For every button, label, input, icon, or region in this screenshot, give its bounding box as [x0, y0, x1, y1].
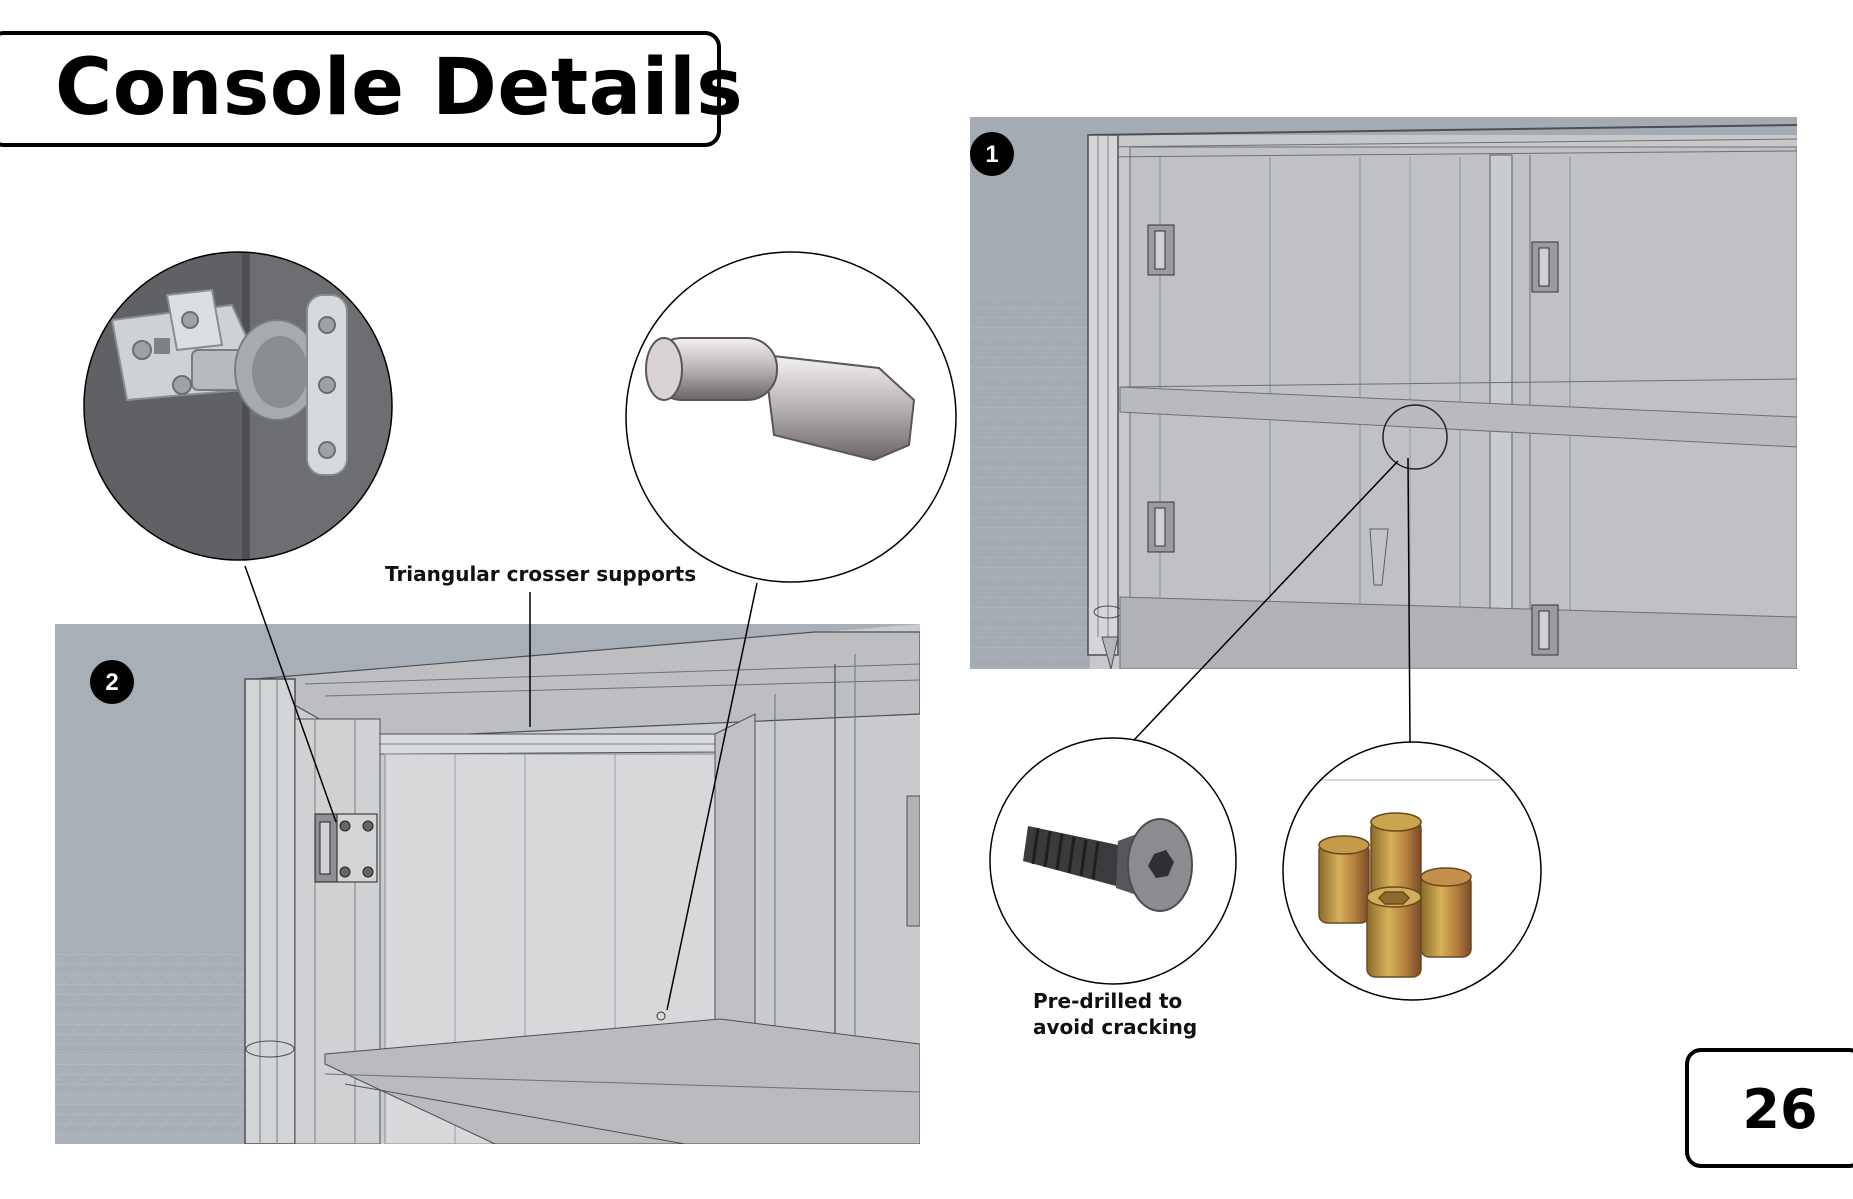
countersunk-hex-screw-icon	[1023, 818, 1193, 912]
crosser-supports-label: Triangular crosser supports	[385, 562, 697, 586]
shelf-support-pin-icon	[645, 337, 916, 462]
hinge-detail-callout	[83, 251, 393, 561]
title-frame	[0, 31, 721, 147]
shelf-pin-detail-callout	[625, 251, 957, 583]
page-number: 26	[1742, 1078, 1818, 1141]
page-title: Console Details	[55, 43, 744, 133]
view-badge-2: 2	[90, 660, 134, 704]
view-badge-1: 1	[970, 132, 1014, 176]
inserts-detail-callout	[1282, 741, 1542, 1001]
screw-detail-callout	[989, 737, 1237, 985]
predrilled-label-line-2: avoid cracking	[1033, 1015, 1198, 1039]
threaded-insert-nuts-icon	[1318, 812, 1472, 978]
concealed-cabinet-hinge-icon	[110, 288, 348, 476]
view-badge-2-number: 2	[105, 669, 118, 696]
predrilled-label-line-1: Pre-drilled to	[1033, 989, 1183, 1013]
console-render-view-1	[970, 117, 1797, 669]
page-number-frame	[1685, 1048, 1853, 1168]
view-badge-1-number: 1	[985, 141, 998, 168]
console-render-view-2	[55, 624, 920, 1144]
